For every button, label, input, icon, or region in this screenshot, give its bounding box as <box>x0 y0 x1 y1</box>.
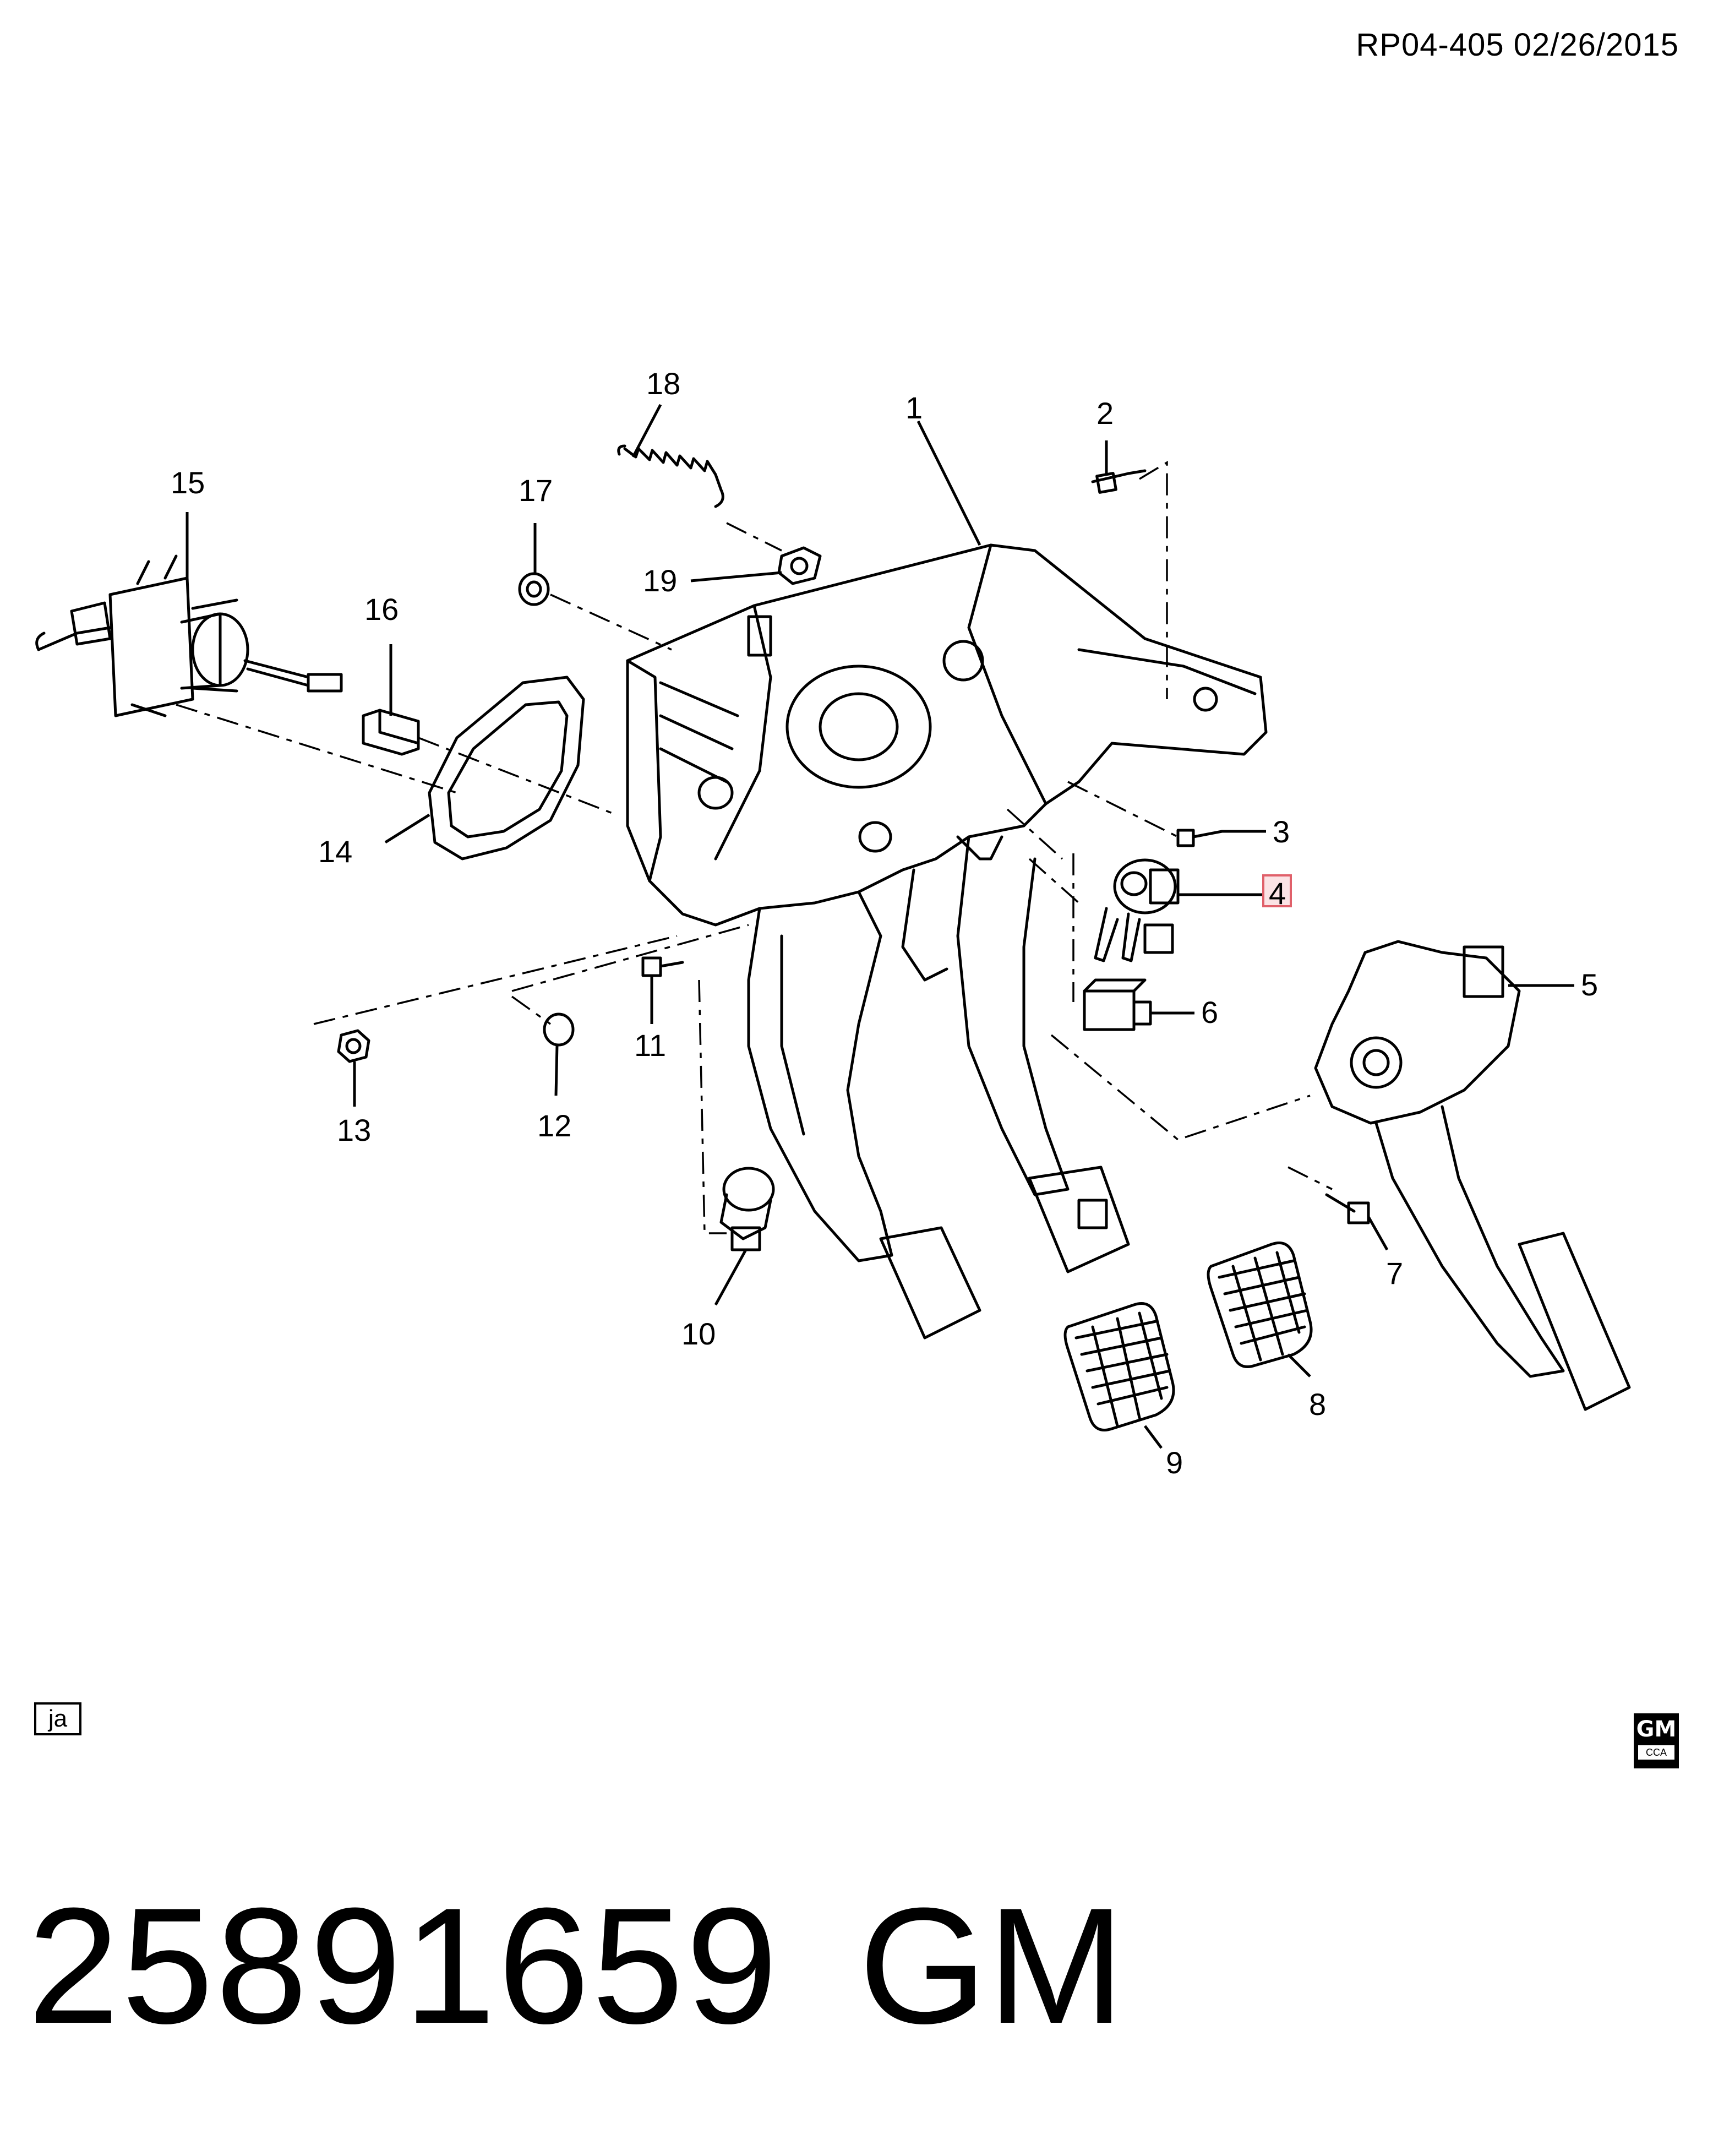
clutch-pedal-arm <box>747 890 981 1340</box>
accelerator-pedal-assembly <box>1314 940 1631 1411</box>
pedal-bracket-assembly <box>626 543 1268 927</box>
clip-item-12 <box>543 1012 575 1047</box>
callout-6: 6 <box>1201 995 1218 1030</box>
nut-item-17 <box>518 572 550 606</box>
gm-logo-icon: GM CCA <box>1634 1713 1679 1768</box>
callout-12: 12 <box>537 1108 571 1143</box>
callout-19: 19 <box>643 563 677 598</box>
language-code-box: ja <box>34 1702 81 1735</box>
callout-2: 2 <box>1096 396 1114 431</box>
callout-11: 11 <box>634 1028 666 1063</box>
logo-subtext: CCA <box>1638 1745 1674 1760</box>
callout-16: 16 <box>364 592 399 627</box>
callout-18: 18 <box>646 366 680 401</box>
nut-item-13 <box>337 1029 370 1063</box>
brake-pedal-arm <box>901 835 1130 1273</box>
callout-13: 13 <box>337 1113 371 1147</box>
document-id: RP04-405 02/26/2015 <box>1356 27 1679 63</box>
pedal-pad-item-9 <box>1063 1302 1175 1431</box>
leader-lines <box>186 404 1574 1449</box>
bolt-item-7 <box>1325 1193 1370 1224</box>
gasket-item-14 <box>428 676 585 861</box>
highlight-box-item-4 <box>1262 874 1292 907</box>
bolt-item-2 <box>1091 469 1147 494</box>
callout-3: 3 <box>1273 814 1290 849</box>
sensor-item-4 <box>1094 858 1180 962</box>
part-number: 25891659 <box>28 1873 780 2058</box>
callout-4: 4 <box>1269 876 1286 911</box>
switch-item-10 <box>719 1167 775 1251</box>
pedal-pad-item-8 <box>1207 1242 1313 1368</box>
callout-9: 9 <box>1166 1445 1183 1480</box>
clip-item-19 <box>777 546 822 585</box>
clutch-master-cylinder-item-15 <box>35 554 343 717</box>
logo-text: GM <box>1636 1717 1677 1742</box>
brand-name: GM <box>859 1873 1125 2058</box>
callout-5: 5 <box>1581 967 1598 1002</box>
callout-8: 8 <box>1309 1387 1326 1422</box>
callout-14: 14 <box>318 834 352 869</box>
callout-10: 10 <box>681 1316 716 1351</box>
assembly-dash-lines <box>176 460 1333 1234</box>
spring-item-18 <box>617 444 724 508</box>
callout-15: 15 <box>171 465 205 500</box>
callout-labels: 1 2 3 4 5 6 7 8 9 10 11 12 13 14 15 16 1… <box>171 366 1598 1480</box>
callout-17: 17 <box>519 473 553 508</box>
bracket-item-16 <box>362 709 420 756</box>
callout-7: 7 <box>1386 1256 1403 1291</box>
callout-1: 1 <box>905 390 923 425</box>
bolt-item-11 <box>641 956 684 977</box>
bolt-item-3 <box>1176 829 1224 847</box>
switch-item-6 <box>1083 978 1152 1031</box>
